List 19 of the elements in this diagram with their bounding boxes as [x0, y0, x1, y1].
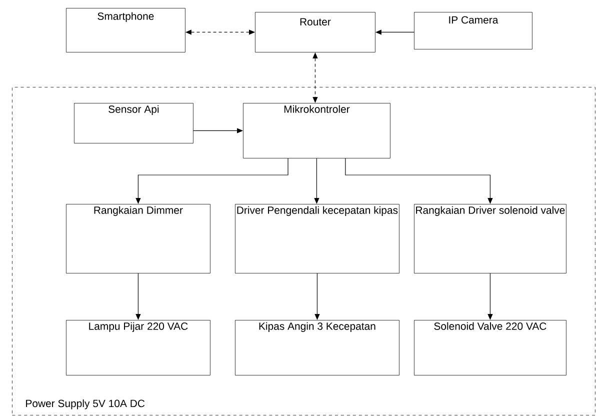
- process-box: Driver Pengendali kecepatan kipas: [235, 204, 400, 274]
- process-box: Sensor Api: [74, 103, 194, 144]
- arrow: [488, 273, 493, 320]
- process-box: Lampu Pijar 220 VAC: [66, 320, 210, 376]
- process-box: IP Camera: [414, 12, 532, 50]
- process-box: Smartphone: [66, 8, 186, 52]
- arrow: [136, 273, 141, 320]
- arrow: [314, 273, 320, 320]
- box-heading: Power Supply 5V 10A DC: [26, 399, 145, 410]
- process-box: Mikrokontroler: [243, 103, 390, 158]
- arrow: [345, 158, 493, 204]
- process-box: Kipas Angin 3 Kecepatan: [235, 320, 400, 376]
- process-box: Solenoid Valve 220 VAC: [414, 320, 566, 376]
- process-box: Router: [255, 12, 376, 52]
- arrow: [193, 128, 243, 134]
- arrow: [136, 158, 288, 204]
- arrow: [314, 158, 320, 204]
- process-box: Rangkaian Driver solenoid valve: [414, 204, 566, 274]
- process-box: Rangkaian Dimmer: [66, 204, 210, 274]
